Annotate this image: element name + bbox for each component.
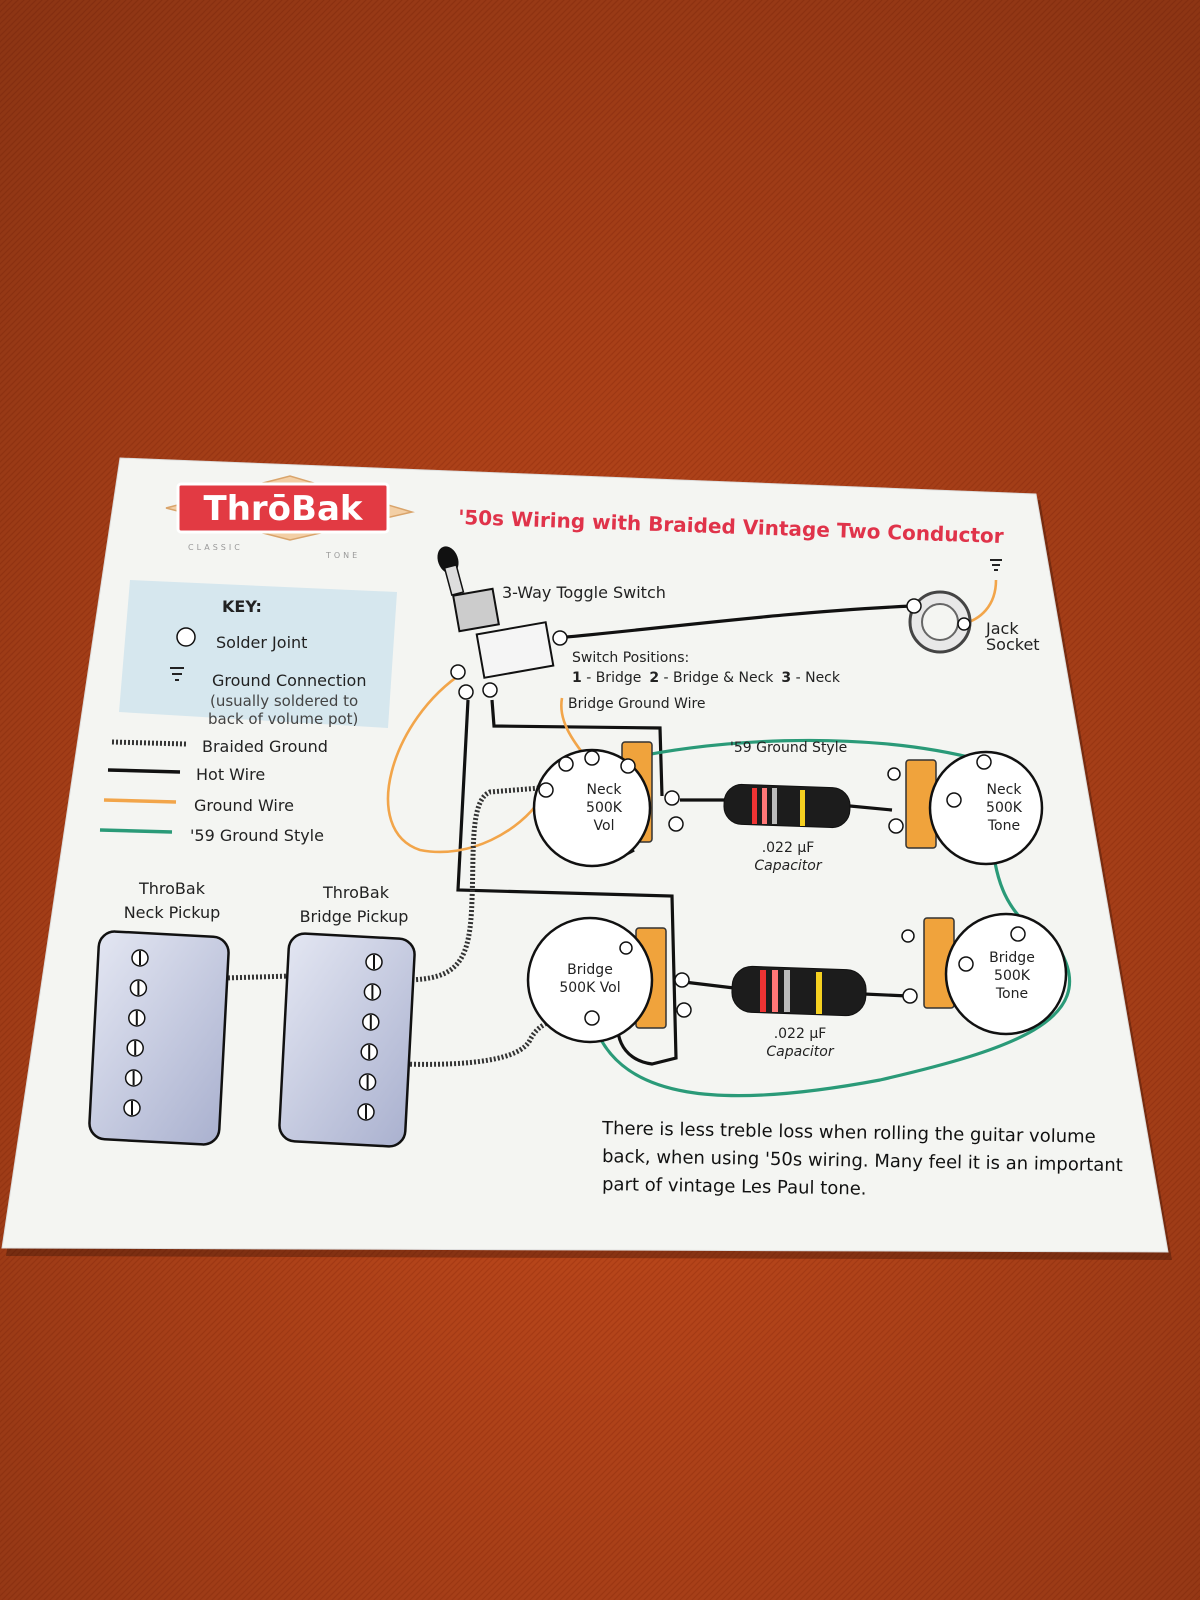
capacitor-icon-2 xyxy=(731,965,867,1017)
key-ground-note-1: (usually soldered to xyxy=(210,692,358,710)
hot-wire-cap2 xyxy=(683,980,909,998)
neck-tone-line2: 500K xyxy=(986,800,1023,816)
throbak-logo: ThrōBak CLASSIC TONE xyxy=(165,475,415,560)
ground-wire-icon xyxy=(103,798,177,804)
hot-wire-switch-jack xyxy=(554,604,913,640)
jack-socket-icon xyxy=(906,590,972,654)
neck-vol-line2: 500K xyxy=(586,800,623,816)
braided-ground-between-pickups xyxy=(223,973,293,981)
neck-pickup-label-2: Neck Pickup xyxy=(124,903,221,922)
neck-tone-pot: Neck 500K Tone xyxy=(887,750,1044,866)
note-line-3: part of vintage Les Paul tone. xyxy=(602,1174,867,1200)
wiring-card: ThrōBak CLASSIC TONE '50s Wiring with Br… xyxy=(1,457,1172,1260)
braided-ground-neck-pickup xyxy=(403,785,541,983)
hot-wire-icon xyxy=(107,768,181,774)
bridge-vol-line1: Bridge xyxy=(567,962,613,978)
solder-joint-icon xyxy=(176,627,196,647)
pos-1-num: 1 xyxy=(572,670,582,686)
bridge-pickup-poles xyxy=(357,953,383,1121)
toggle-switch-icon xyxy=(437,546,568,700)
jack-ground-icon xyxy=(990,559,1002,571)
neck-pickup-label-1: ThroBak xyxy=(138,879,206,898)
key-ground-connection: Ground Connection xyxy=(212,671,366,690)
cap1-value: .022 µF xyxy=(762,840,815,856)
pos-1-label: - Bridge xyxy=(582,670,642,686)
hot-wire-switch-neckvol xyxy=(490,699,664,797)
brand-sub-right: TONE xyxy=(325,551,360,560)
neck-tone-line1: Neck xyxy=(987,782,1023,798)
bridge-volume-pot: Bridge 500K Vol xyxy=(526,916,692,1044)
key-panel: KEY: Solder Joint Ground Connection (usu… xyxy=(99,580,397,845)
key-ground-59: '59 Ground Style xyxy=(190,826,324,845)
key-solder-joint: Solder Joint xyxy=(216,633,307,652)
key-hot-wire: Hot Wire xyxy=(196,765,265,784)
switch-positions-list: 1 - Bridge 2 - Bridge & Neck 3 - Neck xyxy=(572,670,841,686)
switch-positions-heading: Switch Positions: xyxy=(572,650,689,666)
bridge-vol-line2: 500K Vol xyxy=(559,980,620,996)
key-panel-bg xyxy=(119,580,397,728)
ground-59-icon xyxy=(99,828,173,834)
jack-label-2: Socket xyxy=(986,635,1040,654)
neck-vol-line1: Neck xyxy=(587,782,623,798)
pos-2-num: 2 xyxy=(649,670,659,686)
capacitor-icon-1 xyxy=(723,783,851,829)
bridge-pickup xyxy=(278,932,416,1148)
key-heading: KEY: xyxy=(222,597,262,616)
pos-3-label: - Neck xyxy=(791,670,841,686)
pos-2-label: - Bridge & Neck xyxy=(659,670,774,686)
bridge-tone-pot: Bridge 500K Tone xyxy=(901,912,1068,1036)
bridge-pickup-label-1: ThroBak xyxy=(322,883,390,902)
jack-label-1: Jack xyxy=(985,619,1019,638)
ground-wire-switch xyxy=(386,670,542,854)
neck-volume-pot: Neck 500K Vol xyxy=(532,741,684,868)
bridge-pickup-label-2: Bridge Pickup xyxy=(300,907,409,926)
cap2-label: Capacitor xyxy=(766,1044,834,1060)
toggle-label: 3-Way Toggle Switch xyxy=(502,583,666,602)
braided-ground-icon xyxy=(111,739,187,747)
neck-tone-line3: Tone xyxy=(987,818,1020,834)
neck-pickup xyxy=(88,930,230,1146)
key-ground-note-2: back of volume pot) xyxy=(208,710,358,728)
ground-59-wire-label: '59 Ground Style xyxy=(730,740,847,756)
bridge-tone-line3: Tone xyxy=(995,986,1028,1002)
bridge-ground-wire-label: Bridge Ground Wire xyxy=(568,696,706,712)
bridge-tone-line2: 500K xyxy=(994,968,1031,984)
brand-sub-left: CLASSIC xyxy=(188,543,243,552)
brand-logo-text: ThrōBak xyxy=(204,489,364,529)
ground-connection-icon xyxy=(170,667,184,681)
cap1-label: Capacitor xyxy=(754,858,822,874)
wiring-diagram: 3-Way Toggle Switch Switch Positions: 1 … xyxy=(88,546,1072,1148)
neck-pickup-poles xyxy=(123,949,149,1117)
cap2-value: .022 µF xyxy=(774,1026,827,1042)
hot-wire-cap1 xyxy=(680,798,893,812)
braided-ground-bridge-pickup xyxy=(401,1015,595,1067)
neck-vol-line3: Vol xyxy=(594,818,615,834)
key-braided-ground: Braided Ground xyxy=(202,737,328,756)
pos-3-num: 3 xyxy=(781,670,791,686)
key-ground-wire: Ground Wire xyxy=(194,796,294,815)
bridge-tone-line1: Bridge xyxy=(989,950,1035,966)
